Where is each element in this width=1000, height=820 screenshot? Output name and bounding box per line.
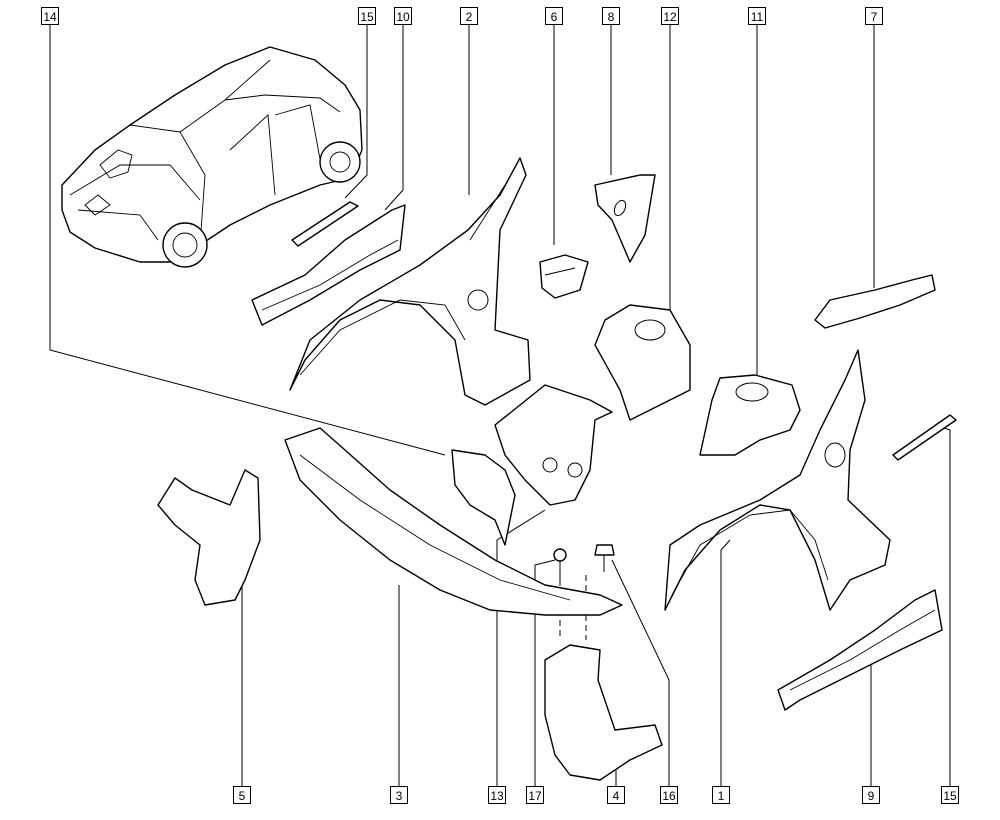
part-10-inner-wing-rail	[251, 204, 406, 326]
part-3-front-crossmember	[284, 427, 623, 616]
callout-8: 8	[602, 7, 620, 25]
callout-12: 12	[661, 7, 679, 25]
car-illustration	[61, 46, 363, 268]
part-17-bolt	[553, 548, 567, 580]
callout-15-bottom: 15	[941, 786, 959, 804]
part-14-side-bracket	[451, 449, 516, 546]
callout-1: 1	[712, 786, 730, 804]
callout-13: 13	[488, 786, 506, 804]
part-15-lower-strip	[892, 414, 957, 461]
part-9-inner-wing-rail	[777, 589, 943, 711]
callout-15-top: 15	[358, 7, 376, 25]
part-12-strut-tower	[594, 304, 691, 421]
callout-16: 16	[660, 786, 678, 804]
callout-6: 6	[545, 7, 563, 25]
part-16-clip	[594, 544, 615, 572]
part-2-front-wing-panel	[289, 157, 531, 406]
callout-10: 10	[394, 7, 412, 25]
callout-3: 3	[390, 786, 408, 804]
callout-2: 2	[460, 7, 478, 25]
part-1-front-wing-panel	[664, 349, 891, 611]
callout-9: 9	[862, 786, 880, 804]
part-8-gusset	[594, 174, 656, 263]
part-15-upper-strip	[291, 201, 359, 247]
part-6-bracket	[539, 254, 589, 299]
part-4-headlamp-bracket	[544, 644, 663, 781]
callout-17: 17	[526, 786, 544, 804]
callout-5: 5	[233, 786, 251, 804]
part-5-lock-bracket	[157, 469, 261, 606]
part-11-strut-tower	[699, 374, 801, 456]
callout-4: 4	[607, 786, 625, 804]
part-7-upper-rail	[814, 274, 936, 329]
callout-7: 7	[865, 7, 883, 25]
callout-14: 14	[41, 7, 59, 25]
callout-11: 11	[748, 7, 766, 25]
part-13-lower-frame	[494, 384, 613, 506]
